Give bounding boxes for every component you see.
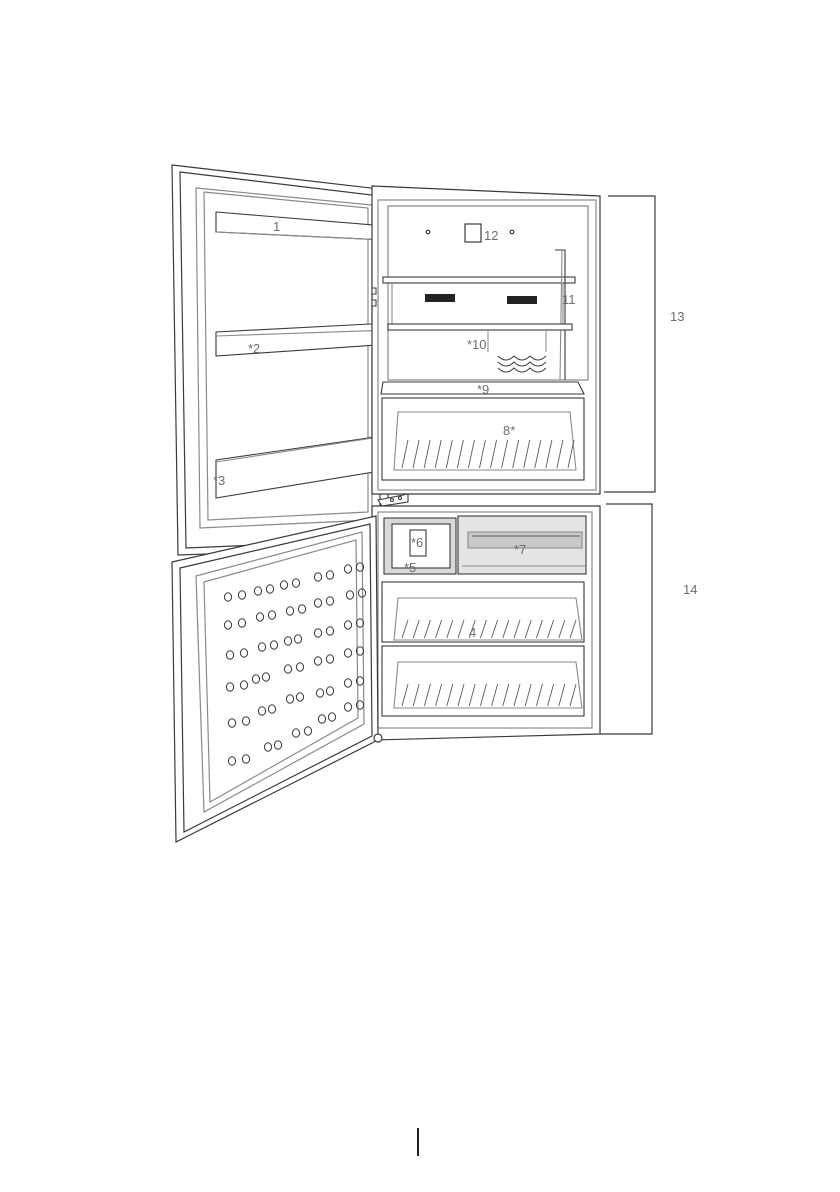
- label-5: *5: [404, 560, 416, 575]
- label-8: 8*: [503, 423, 515, 438]
- label-11: 11: [562, 292, 576, 307]
- label-12: 12: [484, 228, 498, 243]
- label-13: 13: [670, 309, 684, 324]
- label-1: 1: [273, 219, 280, 234]
- freezer-drawer-upper: [382, 582, 584, 642]
- bracket-freezer-zone: [600, 504, 652, 734]
- label-9: *9: [477, 382, 489, 397]
- vent-slot-left: [425, 294, 455, 302]
- freezer-door: [172, 516, 382, 842]
- freezer-drawer-lower: [382, 646, 584, 716]
- label-14: 14: [683, 582, 697, 597]
- label-4: 4: [469, 625, 476, 640]
- label-2: *2: [248, 341, 260, 356]
- label-7: *7: [514, 542, 526, 557]
- vent-slot-right: [507, 296, 537, 304]
- bracket-fridge-zone: [604, 196, 655, 492]
- label-10: *10: [467, 337, 487, 352]
- label-6: *6: [411, 535, 423, 550]
- glass-shelf-lower: [388, 324, 572, 330]
- crisper-drawer: [382, 398, 584, 480]
- label-3: *3: [213, 473, 225, 488]
